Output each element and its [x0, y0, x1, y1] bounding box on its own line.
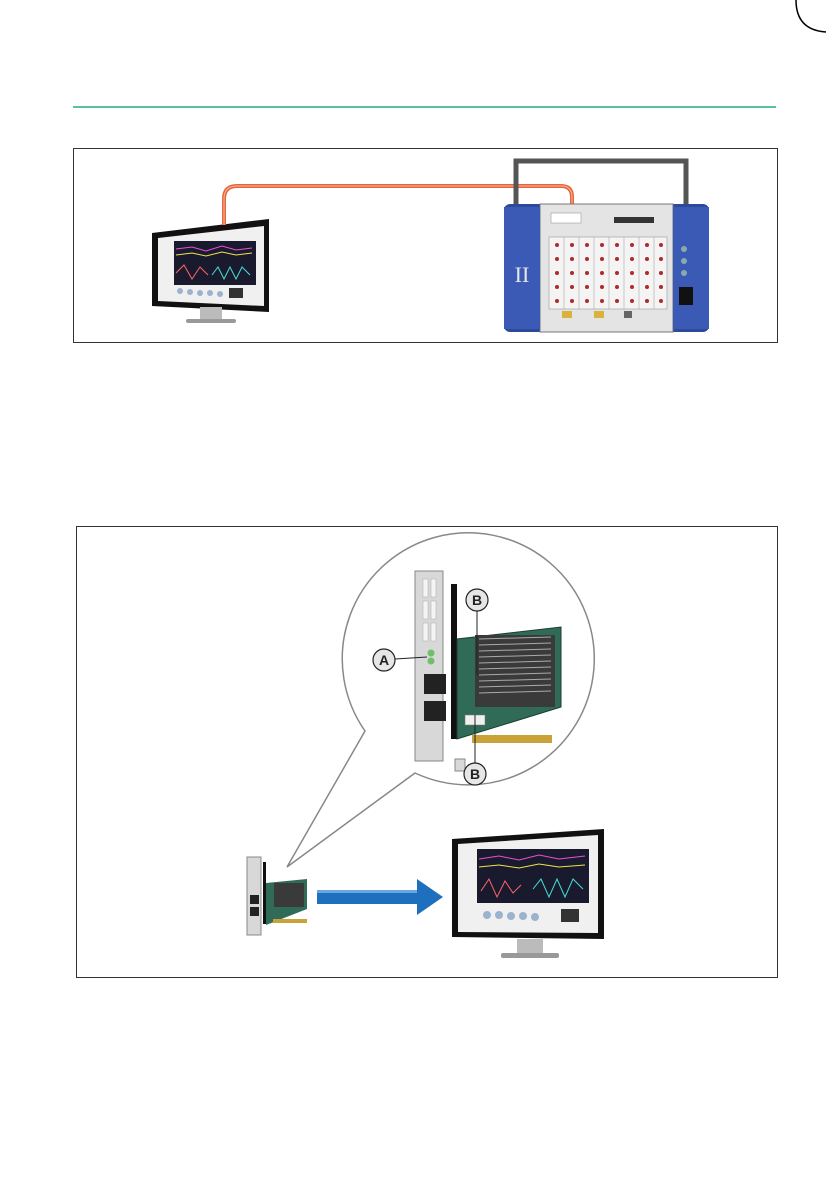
monitor-icon [152, 219, 269, 323]
callout-b-top-label: B [472, 592, 482, 608]
figure-monitor-to-mainframe: II [73, 148, 778, 343]
figure-network-card-to-monitor: A B B [76, 526, 778, 978]
page-corner-mark [794, 0, 828, 34]
monitor-icon [452, 829, 604, 958]
figure-2-illustration: A B B [77, 527, 777, 977]
callout-b-bottom-label: B [470, 766, 480, 782]
network-card-small-icon [247, 857, 307, 935]
svg-text:II: II [515, 262, 530, 287]
mainframe-slot-grid [549, 237, 667, 309]
arrow-right-icon [317, 879, 443, 915]
figure-1-illustration: II [74, 149, 777, 342]
callout-a-label: A [379, 652, 389, 668]
section-rule [73, 106, 776, 108]
